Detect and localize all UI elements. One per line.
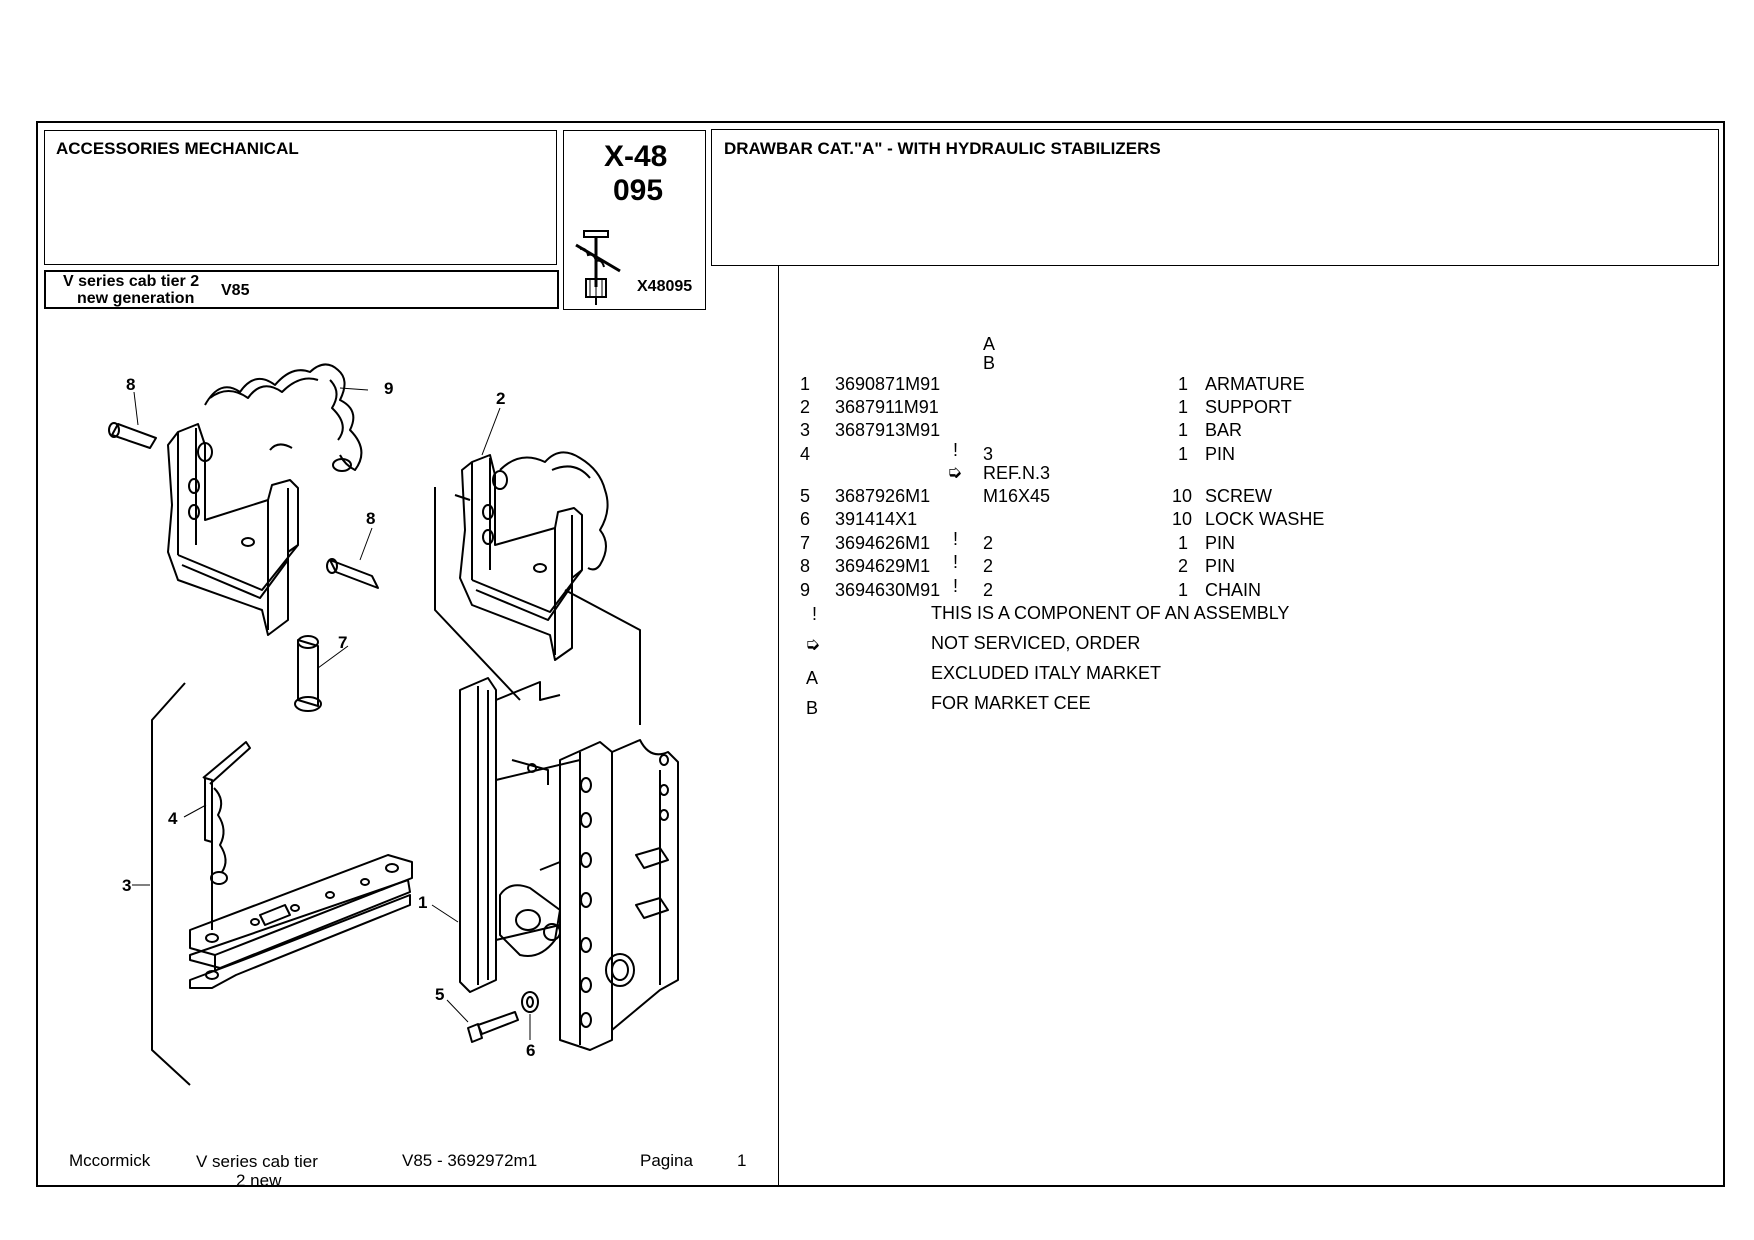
row-desc: SUPPORT bbox=[1205, 397, 1292, 417]
row-qty: 10 bbox=[1172, 509, 1193, 529]
callout-3: 3 bbox=[122, 876, 131, 895]
thumb-code: X48095 bbox=[637, 278, 693, 295]
legend-text: NOT SERVICED, ORDER bbox=[931, 633, 1141, 653]
row-qty: 10 bbox=[1172, 486, 1193, 506]
column-divider bbox=[778, 266, 779, 1186]
legend-text: FOR MARKET CEE bbox=[931, 693, 1091, 713]
callout-9: 9 bbox=[384, 379, 393, 398]
group-code-box: X-48 095 X48095 bbox=[563, 130, 706, 310]
model-label: V85 bbox=[221, 282, 250, 299]
series-box: V series cab tier 2 new generation V85 bbox=[44, 270, 559, 309]
footer-page-label: Pagina bbox=[640, 1151, 693, 1170]
row-flag: ! bbox=[953, 440, 959, 460]
row-note: 2 bbox=[983, 580, 994, 600]
row-desc: SCREW bbox=[1205, 486, 1272, 506]
row-qty: 1 bbox=[1178, 420, 1189, 440]
row-desc: PIN bbox=[1205, 556, 1236, 576]
row-desc: PIN bbox=[1205, 444, 1236, 464]
legend-text: THIS IS A COMPONENT OF AN ASSEMBLY bbox=[931, 603, 1290, 623]
callout-2: 2 bbox=[496, 389, 505, 408]
not-serviced-icon: ➭ bbox=[947, 462, 963, 482]
row-note: 2 bbox=[983, 533, 994, 553]
row-flag: ! bbox=[953, 576, 959, 596]
footer-series-line1: V series cab tier bbox=[196, 1152, 318, 1171]
callout-8-middle: 8 bbox=[366, 509, 375, 528]
row-ref: 1 bbox=[800, 374, 811, 394]
row-ref: 4 bbox=[800, 444, 811, 464]
footer-brand: Mccormick bbox=[69, 1151, 151, 1170]
row-desc: LOCK WASHE bbox=[1205, 509, 1325, 529]
callout-5: 5 bbox=[435, 985, 444, 1004]
legend-symbol: ! bbox=[812, 604, 818, 624]
group-code: X-48 bbox=[604, 140, 668, 173]
row-ref: 3 bbox=[800, 420, 811, 440]
row-ref: 9 bbox=[800, 580, 811, 600]
callout-8-upper: 8 bbox=[126, 375, 135, 394]
title-box: DRAWBAR CAT."A" - WITH HYDRAULIC STABILI… bbox=[711, 129, 1719, 266]
row-desc: BAR bbox=[1205, 420, 1243, 440]
row-note: 3 bbox=[983, 444, 994, 464]
footer-series-line2: 2 new bbox=[236, 1171, 282, 1190]
row-flag: ! bbox=[953, 552, 959, 572]
row-part: 3687926M1 bbox=[835, 486, 931, 506]
row-part: 3694629M1 bbox=[835, 556, 931, 576]
row-qty: 1 bbox=[1178, 444, 1189, 464]
row-flag: ! bbox=[953, 529, 959, 549]
footer-page-number: 1 bbox=[737, 1151, 747, 1170]
callout-7: 7 bbox=[338, 633, 347, 652]
row-qty: 1 bbox=[1178, 374, 1189, 394]
row-qty: 2 bbox=[1178, 556, 1189, 576]
row-desc: PIN bbox=[1205, 533, 1236, 553]
series-line1: V series cab tier 2 bbox=[63, 273, 200, 290]
row-ref: 5 bbox=[800, 486, 811, 506]
row-part: 3687913M91 bbox=[835, 420, 941, 440]
series-line2: new generation bbox=[77, 290, 195, 307]
callout-6: 6 bbox=[526, 1041, 535, 1060]
row-qty: 1 bbox=[1178, 533, 1189, 553]
col-a-label: A bbox=[983, 334, 996, 354]
footer-model-code: V85 - 3692972m1 bbox=[402, 1151, 538, 1170]
exploded-parts-diagram: 1 2 3 4 5 6 7 8 8 9 bbox=[108, 363, 679, 1086]
row-ref: 8 bbox=[800, 556, 811, 576]
row-desc: ARMATURE bbox=[1205, 374, 1305, 394]
row-note: 2 bbox=[983, 556, 994, 576]
category-box: ACCESSORIES MECHANICAL bbox=[44, 130, 557, 265]
row-qty: 1 bbox=[1178, 397, 1189, 417]
page-frame bbox=[36, 121, 1725, 1187]
row-note: REF.N.3 bbox=[983, 463, 1051, 483]
row-part: 3687911M91 bbox=[835, 397, 939, 417]
row-part: 3694626M1 bbox=[835, 533, 931, 553]
legend-symbol: A bbox=[806, 668, 819, 688]
row-ref: 2 bbox=[800, 397, 811, 417]
pin-thumbnail-icon bbox=[575, 230, 621, 305]
row-desc: CHAIN bbox=[1205, 580, 1262, 600]
group-sub: 095 bbox=[613, 174, 664, 207]
row-note: M16X45 bbox=[983, 486, 1051, 506]
row-part: 391414X1 bbox=[835, 509, 918, 529]
legend-symbol: B bbox=[806, 698, 819, 718]
row-part: 3694630M91 bbox=[835, 580, 941, 600]
row-ref: 6 bbox=[800, 509, 811, 529]
callout-1: 1 bbox=[418, 893, 427, 912]
legend-arrow-icon: ➭ bbox=[805, 634, 821, 654]
legend-text: EXCLUDED ITALY MARKET bbox=[931, 663, 1162, 683]
row-ref: 7 bbox=[800, 533, 811, 553]
row-qty: 1 bbox=[1178, 580, 1189, 600]
category-title: ACCESSORIES MECHANICAL bbox=[56, 139, 299, 158]
callout-4: 4 bbox=[168, 809, 178, 828]
row-part: 3690871M91 bbox=[835, 374, 941, 394]
page-title: DRAWBAR CAT."A" - WITH HYDRAULIC STABILI… bbox=[724, 139, 1161, 158]
col-b-label: B bbox=[983, 353, 996, 373]
